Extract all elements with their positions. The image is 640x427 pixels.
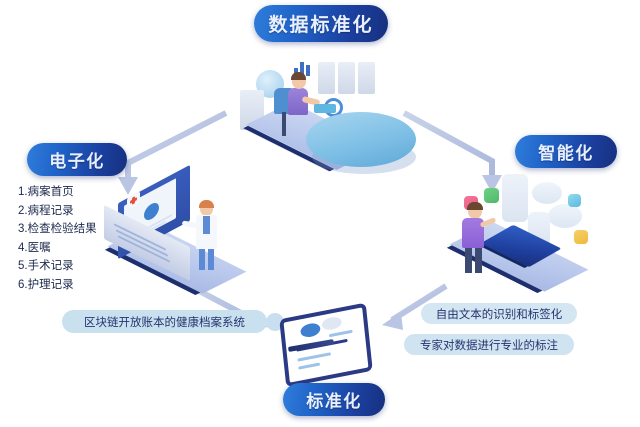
laptop-on-table [314,104,336,113]
app-icon-green [484,188,499,203]
caption-right-primary-text: 自由文本的识别和标签化 [435,308,563,321]
app-icon-yellow [574,230,588,244]
doctor-shirt [203,216,210,234]
scene-center-analyst [232,48,416,174]
stage-label-top-text: 数据标准化 [268,15,374,36]
document-card [338,62,355,94]
document-line [298,362,321,370]
caption-left-text: 区块链开放账本的健康档案系统 [84,316,245,329]
document-card [318,62,335,94]
stage-label-top[interactable]: 数据标准化 [254,5,388,42]
ghost-oval [532,182,562,204]
stage-label-left[interactable]: 电子化 [27,143,127,176]
person-hair [467,202,483,210]
document-line [328,329,353,338]
chair-leg [282,112,286,136]
scene-bottom-clipboard [266,302,386,388]
doctor-leg [208,248,214,270]
stage-label-right[interactable]: 智能化 [515,135,617,168]
arrow-right-to-bottom [382,283,448,330]
ghost-oval [548,204,582,228]
list-item: 6.护理记录 [18,278,74,291]
caption-expert-annotation[interactable]: 专家对数据进行专业的标注 [404,334,574,355]
caption-right-secondary-text: 专家对数据进行专业的标注 [420,339,558,352]
person-torso [288,88,308,115]
list-item: 4.医嘱 [18,241,51,254]
app-icon-cyan [568,194,581,207]
list-item: 5.手术记录 [18,260,74,272]
document-line [297,352,332,362]
person-hair [291,72,306,80]
stage-label-left-text: 电子化 [49,152,105,171]
scene-right-tablet [440,168,600,292]
caption-blockchain-health-record[interactable]: 区块链开放账本的健康档案系统 [62,310,267,333]
scene-left-doctor-laptop [100,164,250,294]
caption-free-text-recognition[interactable]: 自由文本的识别和标签化 [421,303,577,324]
person-leg [465,247,472,273]
person-leg [475,247,482,273]
cloud-blob-icon [321,315,343,332]
stage-label-bottom-text: 标准化 [306,392,362,411]
cloud-blob-icon [299,321,321,339]
document-card [358,62,375,94]
doctor-leg [199,248,205,270]
round-table [306,112,416,167]
person-torso [462,218,484,248]
doctor-hair [199,200,214,208]
list-item: 2.病程记录 [18,204,74,217]
arrow-top-to-left [118,110,228,195]
medical-record-list: 1.病案首页 2.病程记录 3.检查检验结果 4.医嘱 5.手术记录 6.护理记… [18,183,138,294]
arrow-top-to-right [402,110,502,193]
stage-label-bottom[interactable]: 标准化 [283,383,385,416]
list-item: 3.检查检验结果 [18,223,97,235]
stage-label-right-text: 智能化 [538,144,594,163]
ghost-panel [502,174,528,222]
list-item: 1.病案首页 [18,186,74,198]
